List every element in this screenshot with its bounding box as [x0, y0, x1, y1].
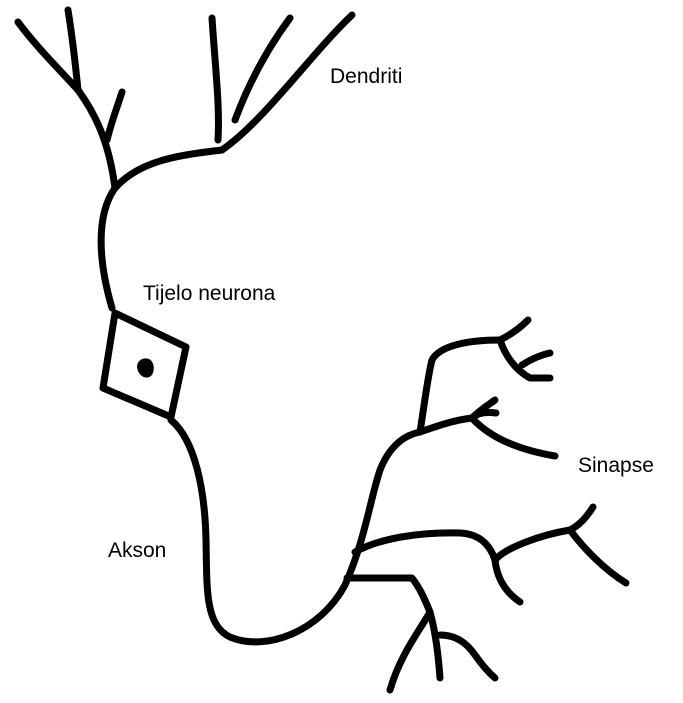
terminal-lower-fork-c — [495, 560, 520, 602]
terminal-upper-fork-c — [522, 353, 550, 365]
terminal-upper-fork-b — [500, 340, 550, 378]
dendrite-left-main — [18, 22, 115, 188]
terminal-lower-fork-a — [495, 507, 593, 560]
terminal-bottom — [347, 578, 430, 612]
nucleus — [137, 358, 154, 377]
axon — [171, 420, 420, 642]
terminal-bottom-fork-b — [430, 612, 440, 678]
dendrites — [18, 10, 352, 308]
label-dendrites: Dendriti — [330, 65, 402, 88]
terminal-middle-fork-c — [472, 418, 555, 456]
dendrite-left-lower — [107, 92, 122, 140]
terminal-lower-fork-b — [570, 530, 626, 583]
terminal-upper-fork-a — [500, 320, 528, 340]
label-synapse: Sinapse — [578, 454, 654, 477]
dendrite-right-mid — [235, 18, 290, 120]
terminal-bottom-fork-c — [440, 635, 495, 678]
terminal-lower — [355, 533, 495, 560]
cell-body — [103, 313, 186, 417]
terminal-bottom-fork-a — [390, 612, 430, 690]
label-cell-body: Tijelo neurona — [143, 282, 276, 305]
terminal-middle — [420, 418, 472, 432]
label-axon: Akson — [108, 539, 166, 562]
dendrite-right-inner — [212, 18, 218, 140]
axon-terminals — [347, 320, 626, 690]
